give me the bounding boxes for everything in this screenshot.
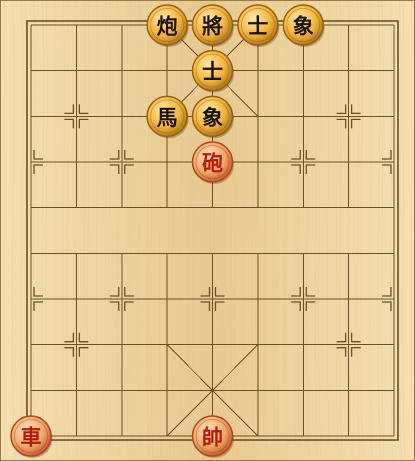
piece-label: 將	[202, 14, 223, 39]
piece-label: 馬	[157, 105, 178, 130]
piece-label: 車	[21, 425, 42, 450]
piece-label: 炮	[157, 14, 178, 39]
piece-label: 象	[202, 105, 223, 130]
piece-label: 砲	[202, 151, 223, 176]
piece-label: 象	[293, 14, 314, 39]
piece-label: 士	[202, 59, 223, 84]
piece-label: 士	[247, 14, 268, 39]
piece-label: 帥	[202, 425, 223, 450]
